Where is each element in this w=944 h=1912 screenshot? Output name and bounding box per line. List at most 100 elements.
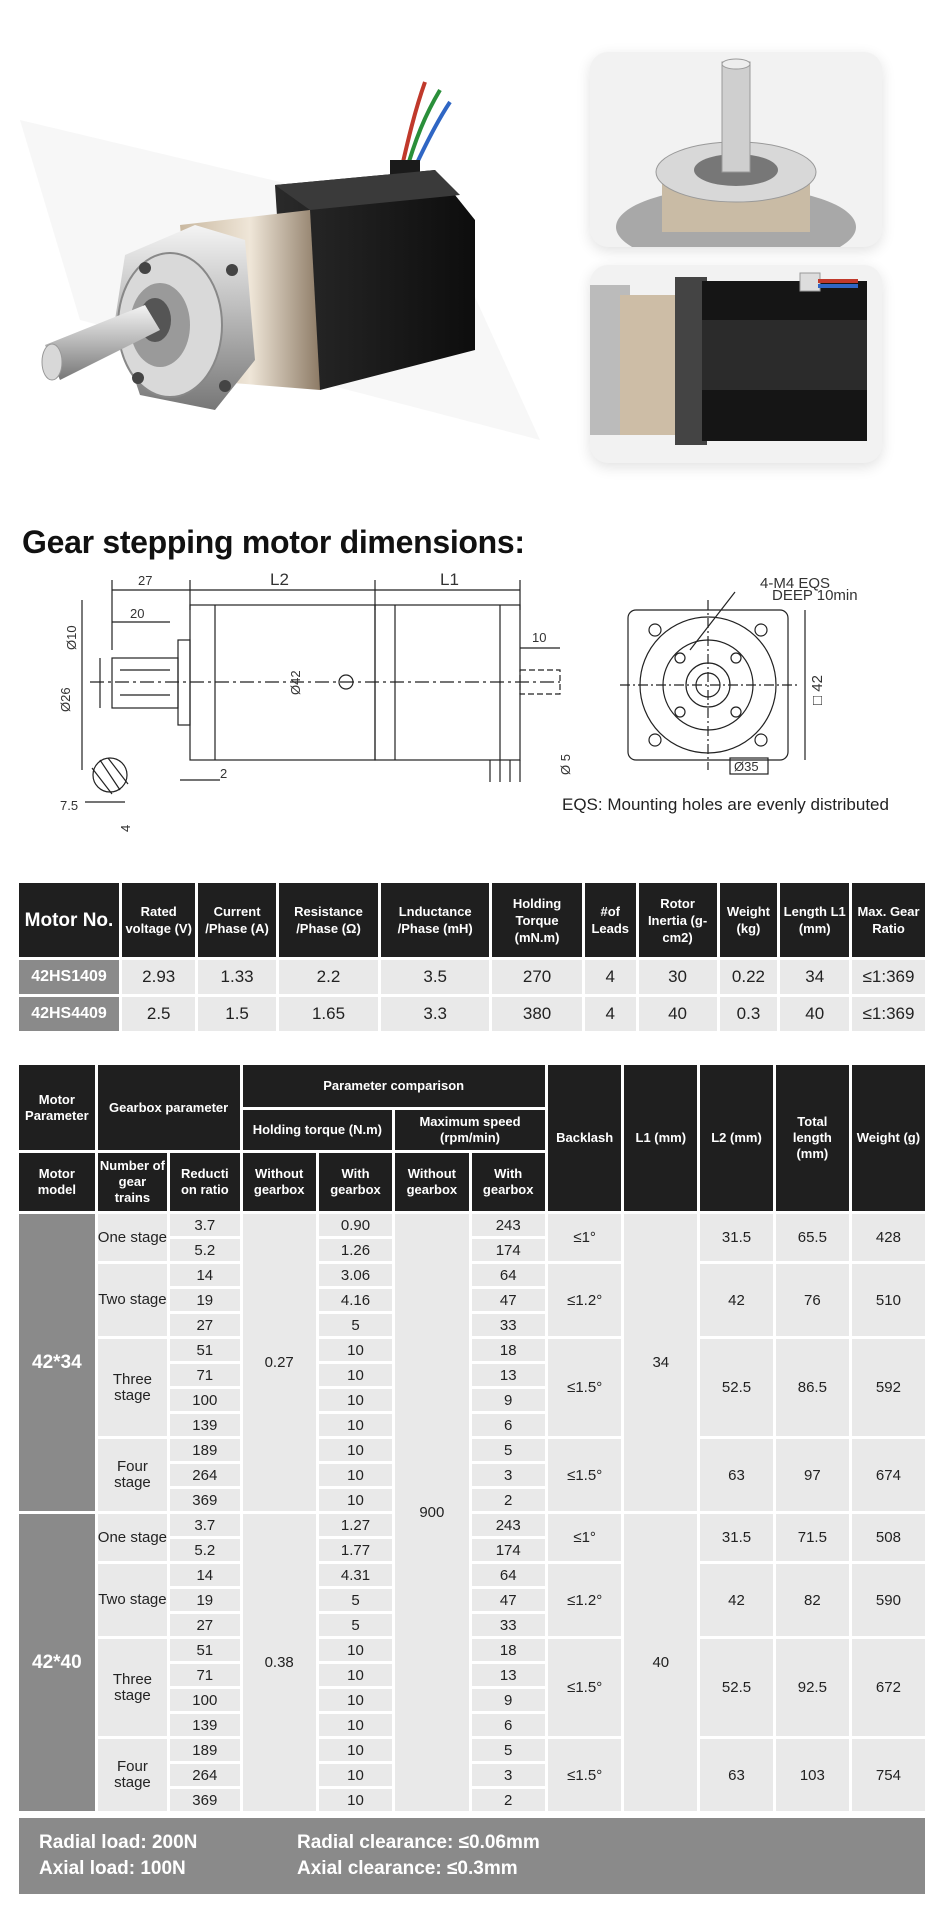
- table-row: 42HS1409 2.93 1.33 2.2 3.5 270 4 30 0.22…: [19, 960, 925, 994]
- backlash-cell: ≤1.5°: [547, 1339, 622, 1436]
- speed-with-cell: 5: [471, 1439, 545, 1461]
- speed-with-cell: 64: [471, 1264, 545, 1286]
- ratio-cell: 51: [170, 1339, 240, 1361]
- table-cell: 40: [638, 997, 717, 1031]
- header-cell: Gearbox parameter: [97, 1065, 240, 1150]
- ratio-cell: 27: [170, 1614, 240, 1636]
- header-cell: Weight (kg): [719, 883, 778, 957]
- ratio-cell: 71: [170, 1364, 240, 1386]
- weight-cell: 592: [851, 1339, 925, 1436]
- radial-clearance: Radial clearance: ≤0.06mm: [297, 1832, 540, 1853]
- dim-4: 4: [118, 825, 133, 832]
- stage-cell: Four stage: [97, 1439, 168, 1511]
- speed-with-cell: 47: [471, 1289, 545, 1311]
- dim-2: 2: [220, 766, 227, 781]
- header-cell: Total length (mm): [775, 1065, 849, 1211]
- table-cell: 42HS4409: [19, 997, 119, 1031]
- ratio-cell: 369: [170, 1489, 240, 1511]
- torque-with-cell: 5: [318, 1314, 393, 1336]
- weight-cell: 672: [851, 1639, 925, 1736]
- page-title: Gear stepping motor dimensions:: [22, 524, 525, 560]
- ratio-cell: 189: [170, 1439, 240, 1461]
- header-cell: #of Leads: [584, 883, 636, 957]
- speed-with-cell: 5: [471, 1739, 545, 1761]
- backlash-cell: ≤1.2°: [547, 1564, 622, 1636]
- table-cell: 1.65: [278, 997, 379, 1031]
- torque-with-cell: 10: [318, 1664, 393, 1686]
- l2-cell: 63: [700, 1739, 773, 1811]
- torque-with-cell: 10: [318, 1439, 393, 1461]
- ratio-cell: 100: [170, 1689, 240, 1711]
- stage-cell: One stage: [97, 1514, 168, 1561]
- ratio-cell: 27: [170, 1314, 240, 1336]
- header-cell: Holding Torque (mN.m): [492, 883, 582, 957]
- torque-with-cell: 10: [318, 1464, 393, 1486]
- torque-with-cell: 3.06: [318, 1264, 393, 1286]
- table-cell: ≤1:369: [852, 997, 925, 1031]
- header-cell: Rotor Inertia (g-cm2): [638, 883, 717, 957]
- speed-with-cell: 6: [471, 1414, 545, 1436]
- speed-with-cell: 64: [471, 1564, 545, 1586]
- header-cell: Without gearbox: [395, 1153, 469, 1211]
- stage-cell: One stage: [97, 1214, 168, 1261]
- backlash-cell: ≤1.5°: [547, 1639, 622, 1736]
- torque-without-cell: 0.27: [242, 1214, 316, 1511]
- torque-with-cell: 5: [318, 1614, 393, 1636]
- header-cell: Parameter comparison: [242, 1065, 545, 1107]
- header-cell: Backlash: [547, 1065, 622, 1211]
- ratio-cell: 139: [170, 1414, 240, 1436]
- l2-cell: 52.5: [700, 1639, 773, 1736]
- l1-cell: 40: [624, 1514, 698, 1811]
- torque-with-cell: 10: [318, 1789, 393, 1811]
- backlash-cell: ≤1.5°: [547, 1739, 622, 1811]
- stage-cell: Three stage: [97, 1339, 168, 1436]
- dim-dia35: Ø35: [734, 759, 759, 774]
- dim-dia42: Ø42: [288, 670, 303, 695]
- torque-with-cell: 0.90: [318, 1214, 393, 1236]
- table-header-row: Motor No. Rated voltage (V) Current /Pha…: [19, 883, 925, 957]
- load-summary-bar: Radial load: 200N Axial load: 100N Radia…: [19, 1818, 925, 1894]
- dim-20: 20: [130, 606, 144, 621]
- table-cell: 34: [780, 960, 850, 994]
- dim-10: 10: [532, 630, 546, 645]
- speed-with-cell: 33: [471, 1614, 545, 1636]
- total-length-cell: 97: [775, 1439, 849, 1511]
- torque-with-cell: 10: [318, 1489, 393, 1511]
- torque-with-cell: 4.31: [318, 1564, 393, 1586]
- ratio-cell: 5.2: [170, 1239, 240, 1261]
- speed-with-cell: 9: [471, 1389, 545, 1411]
- backlash-cell: ≤1°: [547, 1514, 622, 1561]
- l2-cell: 63: [700, 1439, 773, 1511]
- table-cell: 2.2: [278, 960, 379, 994]
- stage-cell: Three stage: [97, 1639, 168, 1736]
- torque-with-cell: 5: [318, 1589, 393, 1611]
- motor-model-cell: 42*40: [19, 1514, 95, 1811]
- header-cell: With gearbox: [471, 1153, 545, 1211]
- ratio-cell: 14: [170, 1564, 240, 1586]
- ratio-cell: 14: [170, 1264, 240, 1286]
- product-photo-main: [20, 20, 580, 490]
- l1-cell: 34: [624, 1214, 698, 1511]
- speed-with-cell: 174: [471, 1239, 545, 1261]
- ratio-cell: 51: [170, 1639, 240, 1661]
- speed-with-cell: 243: [471, 1214, 545, 1236]
- table-cell: 1.33: [198, 960, 276, 994]
- speed-with-cell: 6: [471, 1714, 545, 1736]
- speed-without-cell: 900: [395, 1214, 469, 1811]
- speed-with-cell: 174: [471, 1539, 545, 1561]
- table-header-row: Motor Parameter Gearbox parameter Parame…: [19, 1065, 925, 1211]
- speed-with-cell: 13: [471, 1364, 545, 1386]
- header-cell: Holding torque (N.m): [242, 1110, 393, 1150]
- speed-with-cell: 243: [471, 1514, 545, 1536]
